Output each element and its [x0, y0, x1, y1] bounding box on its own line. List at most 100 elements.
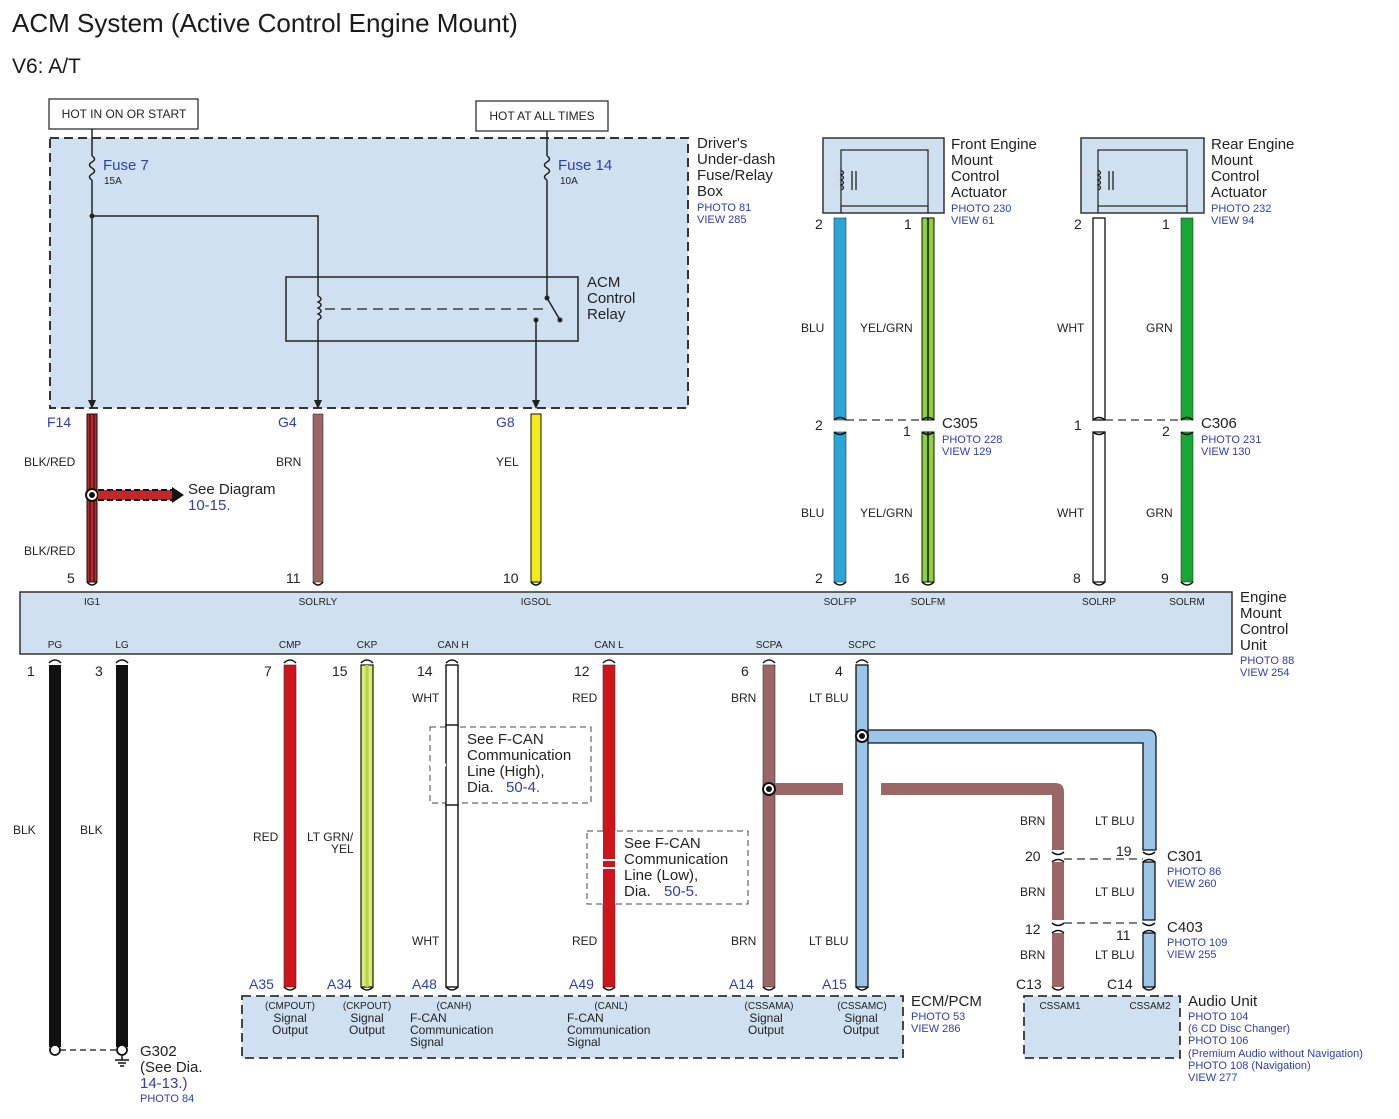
ecm-pcm: A35 A34 A48 A49 A14 A15 (CMPOUT) Signal …: [241, 976, 982, 1059]
svg-text:(CSSAMC): (CSSAMC): [837, 1001, 886, 1012]
svg-text:2: 2: [815, 216, 823, 232]
svg-text:C305: C305: [942, 415, 978, 432]
svg-text:LT BLU: LT BLU: [1095, 885, 1135, 899]
svg-text:2: 2: [815, 417, 823, 433]
svg-text:VIEW 130: VIEW 130: [1201, 446, 1251, 458]
svg-text:1: 1: [904, 216, 912, 232]
svg-text:A49: A49: [569, 976, 594, 992]
fcan-low-ref: 50-5.: [664, 883, 698, 900]
svg-text:PHOTO 53: PHOTO 53: [911, 1011, 965, 1023]
fuse-14: Fuse 14 10A: [543, 131, 612, 296]
svg-text:BRN: BRN: [1020, 948, 1045, 962]
svg-text:Signal: Signal: [844, 1011, 877, 1025]
fcan-low-note: See F-CAN Communication Line (Low), Dia.…: [586, 829, 749, 906]
svg-text:Dia.: Dia.: [624, 883, 651, 900]
svg-text:(CMPOUT): (CMPOUT): [265, 1001, 315, 1012]
svg-text:PHOTO 84: PHOTO 84: [140, 1093, 194, 1105]
svg-text:F14: F14: [47, 414, 71, 430]
svg-text:Control: Control: [951, 168, 999, 185]
svg-text:VIEW 94: VIEW 94: [1211, 215, 1254, 227]
fuse-7-label: Fuse 7: [103, 157, 149, 174]
svg-text:Communication: Communication: [624, 851, 728, 868]
svg-text:14: 14: [417, 663, 433, 679]
svg-text:VIEW 254: VIEW 254: [1240, 667, 1290, 679]
svg-text:C13: C13: [1016, 976, 1042, 992]
svg-text:BRN: BRN: [1020, 885, 1045, 899]
svg-text:IGSOL: IGSOL: [521, 597, 552, 608]
fuse-14-amp: 10A: [560, 176, 578, 187]
svg-text:(See Dia.: (See Dia.: [140, 1059, 203, 1076]
svg-text:WHT: WHT: [1057, 506, 1085, 520]
svg-text:CSSAM1: CSSAM1: [1039, 1001, 1081, 1012]
svg-text:See F-CAN: See F-CAN: [467, 731, 544, 748]
diagram-subtitle: V6: A/T: [12, 55, 81, 78]
svg-text:15: 15: [332, 663, 348, 679]
svg-text:12: 12: [1025, 921, 1041, 937]
svg-text:Signal: Signal: [749, 1011, 782, 1025]
svg-text:Signal: Signal: [273, 1011, 306, 1025]
see-diagram-ref: 10-15.: [188, 497, 231, 514]
svg-text:2: 2: [815, 570, 823, 586]
svg-text:YEL/GRN: YEL/GRN: [860, 506, 913, 520]
svg-text:ECM/PCM: ECM/PCM: [911, 993, 982, 1010]
svg-text:A48: A48: [412, 976, 437, 992]
svg-text:(6 CD Disc Changer): (6 CD Disc Changer): [1188, 1023, 1290, 1035]
svg-text:VIEW 61: VIEW 61: [951, 215, 994, 227]
connector-c305: 2 1 C305 PHOTO 228 VIEW 129: [815, 415, 1002, 458]
svg-text:YEL: YEL: [496, 455, 519, 469]
svg-text:Communication: Communication: [467, 747, 571, 764]
svg-text:BRN: BRN: [731, 691, 756, 705]
svg-text:CAN L: CAN L: [594, 640, 624, 651]
svg-text:F-CAN: F-CAN: [567, 1011, 604, 1025]
svg-text:IG1: IG1: [84, 597, 101, 608]
svg-text:PHOTO 88: PHOTO 88: [1240, 655, 1294, 667]
svg-text:Mount: Mount: [951, 152, 994, 169]
svg-text:LT GRN/: LT GRN/: [307, 830, 354, 844]
see-diagram-text: See Diagram: [188, 481, 276, 498]
svg-text:RED: RED: [572, 934, 598, 948]
fuse-relay-box: [49, 137, 689, 409]
hot-in-on-or-start-label: HOT IN ON OR START: [48, 98, 199, 130]
svg-text:1: 1: [1162, 216, 1170, 232]
wires-upper: [85, 217, 1194, 583]
svg-text:Control: Control: [1211, 168, 1259, 185]
svg-text:Engine: Engine: [1240, 589, 1287, 606]
svg-text:SCPC: SCPC: [848, 640, 876, 651]
svg-text:LT BLU: LT BLU: [1095, 814, 1135, 828]
fuse-7-amp: 15A: [104, 176, 122, 187]
svg-text:A35: A35: [249, 976, 274, 992]
svg-text:SOLRLY: SOLRLY: [299, 597, 338, 608]
svg-text:Line (Low),: Line (Low),: [624, 867, 698, 884]
svg-text:7: 7: [264, 663, 272, 679]
svg-text:Output: Output: [272, 1023, 309, 1037]
svg-text:G8: G8: [496, 414, 515, 430]
svg-text:C301: C301: [1167, 848, 1203, 865]
svg-text:CAN H: CAN H: [437, 640, 468, 651]
svg-text:(CSSAMA): (CSSAMA): [745, 1001, 794, 1012]
wires-lower: [48, 659, 1157, 1067]
upper-wire-labels: F14 G4 G8 BLK/RED BLK/RED BRN YEL BLU BL…: [24, 321, 1173, 558]
svg-text:BRN: BRN: [1020, 814, 1045, 828]
svg-text:PHOTO 81: PHOTO 81: [697, 202, 751, 214]
svg-text:WHT: WHT: [1057, 321, 1085, 335]
svg-text:YEL/GRN: YEL/GRN: [860, 321, 913, 335]
svg-text:Control: Control: [1240, 621, 1288, 638]
hot-at-all-times-label: HOT AT ALL TIMES: [475, 100, 609, 132]
svg-text:Mount: Mount: [1211, 152, 1254, 169]
svg-text:Audio Unit: Audio Unit: [1188, 993, 1258, 1010]
svg-text:12: 12: [574, 663, 590, 679]
svg-text:HOT IN ON OR START: HOT IN ON OR START: [62, 107, 187, 121]
svg-text:LT BLU: LT BLU: [1095, 948, 1135, 962]
svg-text:Driver's: Driver's: [697, 135, 747, 152]
svg-text:Signal: Signal: [350, 1011, 383, 1025]
svg-text:LT BLU: LT BLU: [809, 934, 849, 948]
svg-text:2: 2: [1074, 216, 1082, 232]
svg-text:1: 1: [1074, 417, 1082, 433]
svg-text:PHOTO 106: PHOTO 106: [1188, 1035, 1248, 1047]
svg-text:Line (High),: Line (High),: [467, 763, 545, 780]
svg-text:Unit: Unit: [1240, 637, 1268, 654]
fuse-14-label: Fuse 14: [558, 157, 612, 174]
rear-actuator: Rear Engine Mount Control Actuator PHOTO…: [1074, 136, 1294, 232]
connector-c301: 20 19 C301 PHOTO 86 VIEW 260: [1025, 843, 1221, 890]
svg-text:BLK/RED: BLK/RED: [24, 455, 76, 469]
